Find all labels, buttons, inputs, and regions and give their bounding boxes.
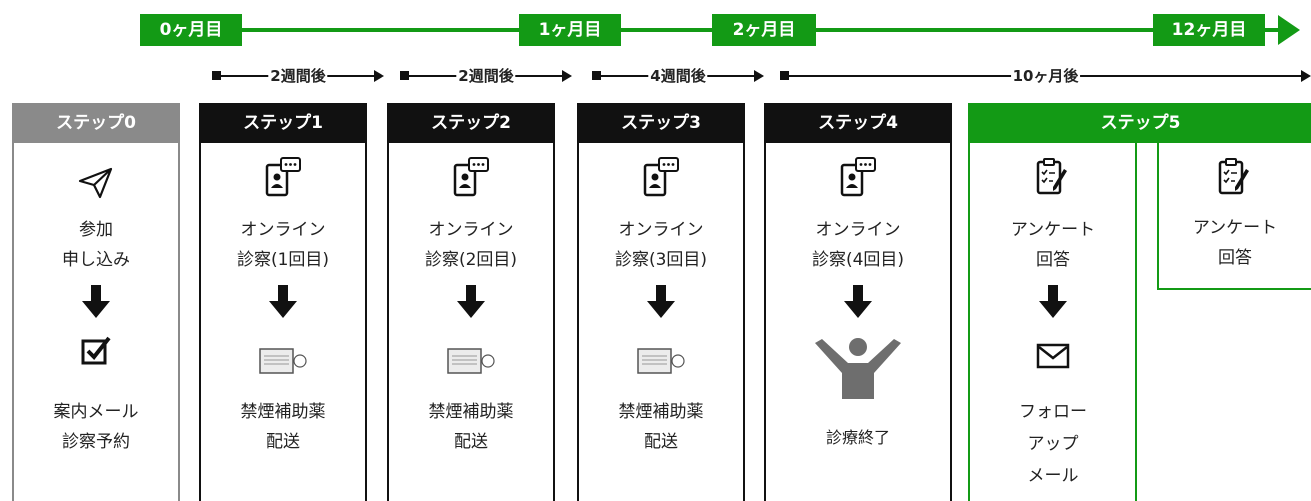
medicine-patch-icon (637, 348, 685, 374)
step-1-top-line-2: 診察(1回目) (236, 250, 330, 270)
interval-arrow-4: 10ヶ月後 (780, 66, 1311, 86)
interval-label-3: 4週間後 (648, 66, 708, 86)
month-timeline-line (140, 28, 1280, 32)
step-3-header: ステップ3 (577, 103, 745, 143)
step-3-column: ステップ3 オンライン 診察(3回目) 禁煙補助薬 配送 (577, 103, 745, 501)
step-5-divider (1135, 143, 1137, 501)
step-4-bottom-line-1: 診療終了 (825, 428, 890, 447)
step-5-column: ステップ5 アンケート 回答 フォロー アップ メール (968, 103, 1311, 501)
checkbox-icon (81, 336, 111, 365)
smartphone-chat-icon (840, 157, 876, 197)
step-0-column: ステップ0 参加 申し込み 案内メール 診察予約 (12, 103, 180, 501)
month-label-2: 2ヶ月目 (712, 14, 816, 46)
paper-plane-icon (78, 167, 113, 199)
month-timeline-arrowhead (1278, 15, 1300, 45)
down-arrow-icon (457, 285, 485, 318)
step-0-top-line-2: 申し込み (62, 250, 130, 270)
step-4-top-line-1: オンライン (815, 220, 901, 240)
step-5-top-line-2: 回答 (1036, 250, 1070, 270)
step-5-main-panel: アンケート 回答 フォロー アップ メール (970, 143, 1136, 501)
step-5-header: ステップ5 (968, 103, 1311, 143)
envelope-icon (1036, 343, 1070, 369)
down-arrow-icon (1039, 285, 1067, 318)
step-1-bottom-line-1: 禁煙補助薬 (240, 402, 326, 422)
step-0-header: ステップ0 (12, 103, 180, 143)
down-arrow-icon (647, 285, 675, 318)
month-label-0: 0ヶ月目 (140, 14, 242, 46)
interval-arrow-2: 2週間後 (400, 66, 572, 86)
step-0-bottom-line-2: 診察予約 (62, 432, 130, 452)
medicine-patch-icon (447, 348, 495, 374)
smartphone-chat-icon (265, 157, 301, 197)
step-3-top-line-1: オンライン (618, 220, 704, 240)
interval-label-2: 2週間後 (456, 66, 516, 86)
step-2-column: ステップ2 オンライン 診察(2回目) 禁煙補助薬 配送 (387, 103, 555, 501)
interval-label-1: 2週間後 (268, 66, 328, 86)
step-2-top-line-2: 診察(2回目) (424, 250, 518, 270)
month-label-12: 12ヶ月目 (1153, 14, 1265, 46)
clipboard-pen-icon (1036, 158, 1067, 195)
step-4-header: ステップ4 (764, 103, 952, 143)
step-5-bottom-line-2: アップ (1027, 434, 1079, 454)
step-5-sub-line-2: 回答 (1218, 248, 1252, 268)
down-arrow-icon (844, 285, 872, 318)
person-cheering-icon (815, 338, 901, 399)
step-1-header: ステップ1 (199, 103, 367, 143)
month-label-1: 1ヶ月目 (519, 14, 621, 46)
step-0-bottom-line-1: 案内メール (53, 402, 139, 422)
step-2-top-line-1: オンライン (428, 220, 514, 240)
step-5-sub-panel: アンケート 回答 (1157, 143, 1311, 290)
down-arrow-icon (82, 285, 110, 318)
step-4-column: ステップ4 オンライン 診察(4回目) 診療終了 (764, 103, 952, 501)
step-0-top-line-1: 参加 (79, 220, 113, 240)
step-5-sub-line-1: アンケート (1192, 218, 1278, 238)
step-3-bottom-line-1: 禁煙補助薬 (618, 402, 704, 422)
step-2-bottom-line-1: 禁煙補助薬 (428, 402, 514, 422)
down-arrow-icon (269, 285, 297, 318)
step-5-bottom-line-3: メール (1027, 466, 1079, 486)
interval-arrow-1: 2週間後 (212, 66, 384, 86)
smartphone-chat-icon (453, 157, 489, 197)
clipboard-pen-icon (1218, 158, 1249, 195)
step-1-top-line-1: オンライン (240, 220, 326, 240)
smartphone-chat-icon (643, 157, 679, 197)
interval-arrow-3: 4週間後 (592, 66, 764, 86)
step-2-bottom-line-2: 配送 (454, 432, 488, 452)
medicine-patch-icon (259, 348, 307, 374)
step-3-bottom-line-2: 配送 (644, 432, 678, 452)
step-5-bottom-line-1: フォロー (1019, 402, 1087, 422)
step-5-top-line-1: アンケート (1010, 220, 1096, 240)
step-1-bottom-line-2: 配送 (266, 432, 300, 452)
interval-label-4: 10ヶ月後 (1010, 66, 1081, 86)
step-4-top-line-2: 診察(4回目) (811, 250, 905, 270)
step-3-top-line-2: 診察(3回目) (614, 250, 708, 270)
step-2-header: ステップ2 (387, 103, 555, 143)
step-1-column: ステップ1 オンライン 診察(1回目) 禁煙補助薬 配送 (199, 103, 367, 501)
